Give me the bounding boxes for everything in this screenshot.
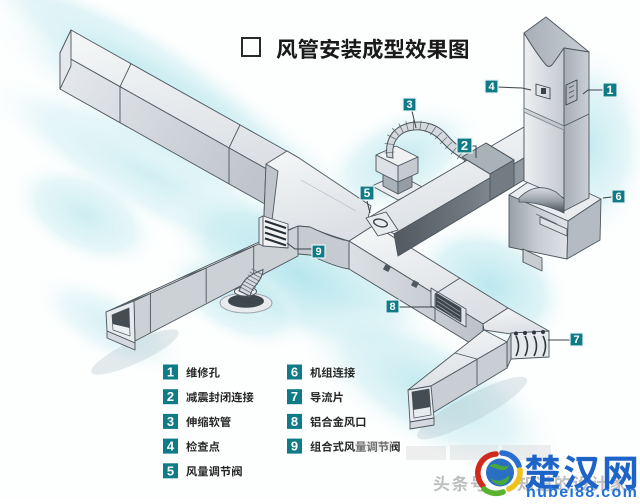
svg-text:5: 5: [364, 186, 371, 200]
svg-text:9: 9: [315, 246, 321, 258]
svg-text:7: 7: [573, 334, 579, 346]
svg-text:6: 6: [291, 365, 298, 380]
svg-text:8: 8: [389, 301, 395, 313]
svg-text:6: 6: [615, 191, 621, 203]
svg-text:1: 1: [167, 365, 174, 380]
svg-text:4: 4: [488, 81, 495, 93]
svg-text:hubei88.com: hubei88.com: [526, 484, 638, 499]
svg-text:2: 2: [461, 138, 468, 153]
svg-text:3: 3: [406, 99, 412, 111]
svg-text:8: 8: [291, 414, 298, 429]
svg-text:3: 3: [167, 414, 174, 429]
svg-text:5: 5: [167, 463, 174, 478]
svg-text:1: 1: [607, 83, 614, 97]
svg-text:2: 2: [167, 389, 174, 404]
svg-text:9: 9: [291, 439, 298, 454]
svg-text:4: 4: [167, 439, 175, 454]
svg-text:7: 7: [291, 389, 298, 404]
